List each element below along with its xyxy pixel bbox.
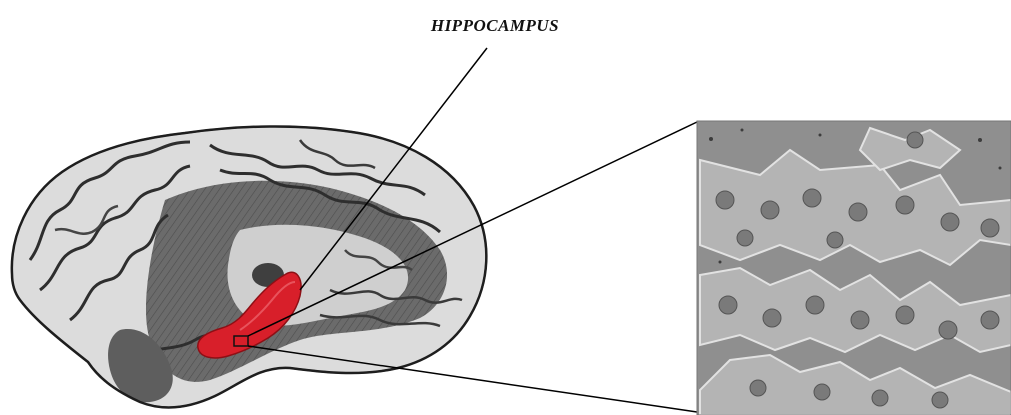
cell-micrograph	[697, 121, 1011, 415]
brain-illustration	[12, 126, 486, 407]
